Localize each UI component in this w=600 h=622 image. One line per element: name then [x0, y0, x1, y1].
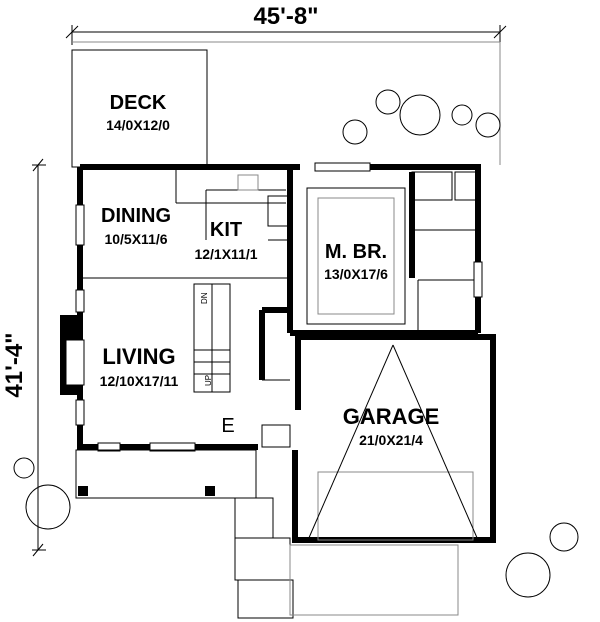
entry-label: E [221, 415, 234, 437]
deck-name: DECK [110, 92, 167, 114]
kitchen-size: 12/1X11/1 [194, 246, 257, 262]
fireplace [60, 315, 85, 395]
master-bedroom-name: M. BR. [325, 241, 387, 263]
master-bedroom-size: 13/0X17/6 [324, 266, 388, 282]
garage-name: GARAGE [343, 404, 440, 429]
deck-size: 14/0X12/0 [106, 117, 170, 133]
dining-name: DINING [101, 205, 171, 227]
living-name: LIVING [102, 344, 175, 369]
garage-size: 21/0X21/4 [359, 432, 423, 448]
walkway [234, 497, 459, 619]
width-dimension: 45'-8" [65, 3, 507, 45]
dining-size: 10/5X11/6 [104, 231, 167, 247]
interior-walls [80, 167, 479, 448]
width-label: 45'-8" [253, 3, 318, 30]
depth-label: 41'-4" [1, 332, 28, 397]
front-porch [75, 449, 257, 499]
stairs-down-label: DN [200, 292, 209, 304]
living-size: 12/10X17/11 [100, 373, 179, 389]
windows [75, 162, 483, 452]
shrubs [13, 89, 579, 598]
deck: DECK 14/0X12/0 [71, 49, 208, 168]
kitchen-name: KIT [210, 219, 242, 241]
depth-dimension: 41'-4" [1, 158, 46, 557]
stairs-up-label: UP [204, 375, 213, 386]
garage-walls [292, 334, 496, 543]
